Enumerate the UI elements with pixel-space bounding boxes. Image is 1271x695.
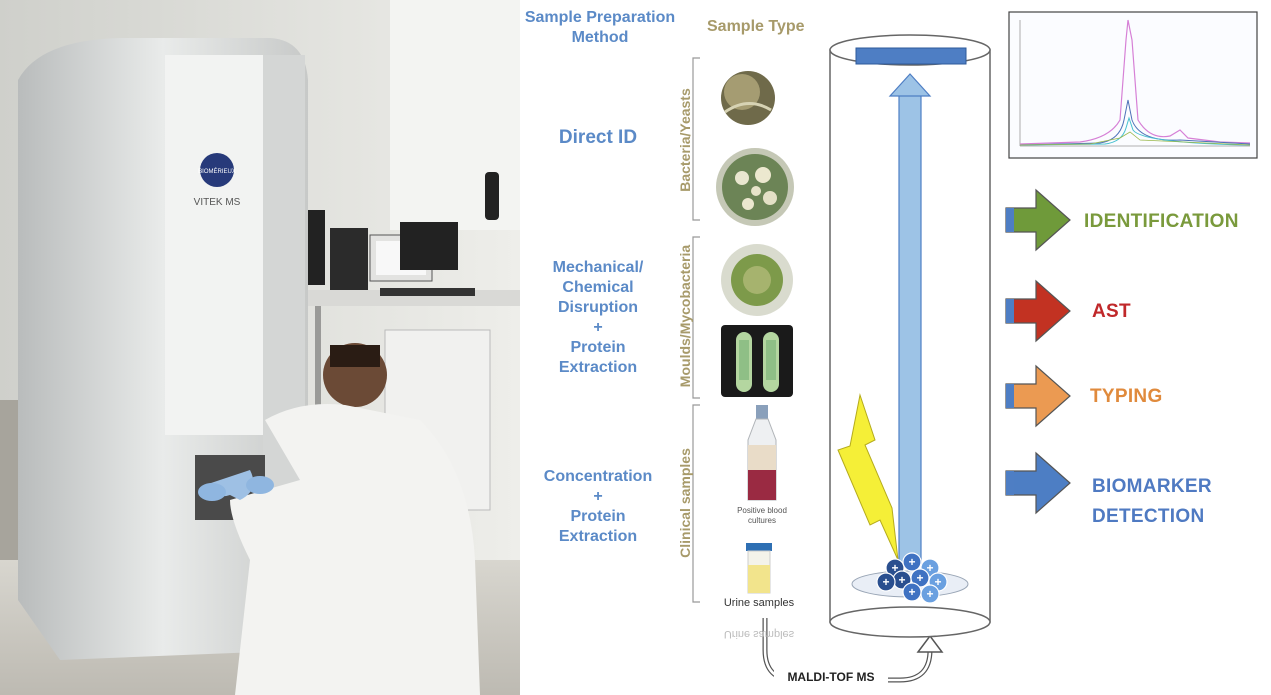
outcome-arrow-tail-1 bbox=[1006, 208, 1014, 232]
outcome-ast: AST bbox=[1092, 301, 1131, 322]
outcome-identification: IDENTIFICATION bbox=[1084, 211, 1239, 232]
outcome-arrow-tail-4 bbox=[1006, 471, 1014, 495]
ion-charge-8: + bbox=[908, 585, 915, 599]
outcome-arrow-1 bbox=[1005, 188, 1071, 252]
outcome-arrow-3 bbox=[1005, 364, 1071, 428]
detector-plate bbox=[855, 47, 967, 65]
category-clinical-samples: Clinical samples bbox=[677, 448, 693, 558]
outcome-arrows bbox=[1005, 188, 1071, 515]
method-header-line2: Method bbox=[571, 29, 629, 46]
outcome-arrow-4 bbox=[1005, 451, 1071, 515]
yeast-plate-image bbox=[716, 148, 794, 226]
blood-culture-bottle-image bbox=[747, 405, 777, 501]
method-header: Sample Preparation Method bbox=[520, 8, 680, 48]
flight-arrow-shaft bbox=[898, 93, 922, 565]
ion-charge-1: + bbox=[891, 561, 898, 575]
instrument-panel bbox=[165, 55, 263, 435]
maldi-tube bbox=[829, 34, 991, 638]
ions-cluster: +++++++++ bbox=[876, 552, 948, 604]
ion-charge-4: + bbox=[898, 573, 905, 587]
ion-charge-2: + bbox=[908, 555, 915, 569]
bacteria-plate-image bbox=[721, 71, 775, 125]
outcome-biomarker: BIOMARKER DETECTION bbox=[1092, 476, 1212, 527]
caption-blood-culture: Positive blood cultures bbox=[737, 506, 787, 525]
bracket-moulds bbox=[692, 236, 700, 399]
method-disruption: Mechanical/ Chemical Disruption + Protei… bbox=[552, 259, 644, 376]
caption-urine: Urine samples bbox=[723, 597, 795, 609]
sample-type-header: Sample Type bbox=[707, 18, 805, 35]
logo-brand: BIOMÉRIEUX bbox=[198, 168, 236, 175]
barcode-scanner bbox=[485, 172, 499, 220]
bracket-clinical bbox=[692, 404, 700, 603]
mould-plate-image bbox=[721, 244, 793, 316]
instrument-label: MALDI-TOF MS bbox=[787, 670, 875, 684]
ion-7 bbox=[876, 572, 896, 592]
flow-arrowhead bbox=[916, 634, 944, 653]
ion-charge-9: + bbox=[926, 587, 933, 601]
logo-model: VITEK MS bbox=[194, 197, 241, 208]
ion-charge-7: + bbox=[882, 575, 889, 589]
spectrum-line-pink bbox=[1019, 19, 1251, 145]
method-direct-id: Direct ID bbox=[558, 127, 638, 148]
pc-tower bbox=[330, 228, 368, 290]
ion-charge-5: + bbox=[916, 571, 923, 585]
ion-9 bbox=[920, 584, 940, 604]
flight-arrow-head bbox=[888, 73, 932, 97]
logo-circle bbox=[200, 153, 234, 187]
spectrum-line-green bbox=[1019, 131, 1251, 146]
outcome-typing: TYPING bbox=[1090, 386, 1163, 407]
ion-charge-3: + bbox=[926, 561, 933, 575]
outcome-arrow-tail-2 bbox=[1006, 299, 1014, 323]
outcome-arrow-tail-3 bbox=[1006, 384, 1014, 408]
ion-charge-6: + bbox=[934, 575, 941, 589]
workflow-diagram: +++++++++ Sample Preparation Method Samp… bbox=[520, 0, 1271, 695]
bracket-bacteria bbox=[692, 57, 700, 221]
ion-2 bbox=[902, 552, 922, 572]
method-header-line1: Sample Preparation bbox=[524, 9, 676, 26]
outcome-arrow-2 bbox=[1005, 279, 1071, 343]
urine-container-image bbox=[746, 543, 772, 594]
operator-coat bbox=[230, 404, 480, 695]
mycobacteria-tubes-image bbox=[721, 325, 793, 397]
glove-right bbox=[246, 476, 274, 494]
category-moulds-mycobacteria: Moulds/Mycobacteria bbox=[677, 244, 693, 388]
instrument-label-box bbox=[774, 667, 888, 689]
category-bacteria-yeasts: Bacteria/Yeasts bbox=[677, 88, 693, 192]
keyboard bbox=[380, 288, 475, 296]
lab-photo: BIOMÉRIEUX VITEK MS bbox=[0, 0, 520, 695]
method-concentration: Concentration + Protein Extraction bbox=[543, 468, 653, 545]
caption-urine-reflection: Urine samples bbox=[723, 628, 795, 640]
spectrum-inset bbox=[1008, 11, 1258, 159]
window-light bbox=[390, 0, 520, 230]
glove-left bbox=[198, 483, 226, 501]
laser-bolt-icon bbox=[837, 393, 899, 561]
monitor-2 bbox=[400, 222, 458, 270]
